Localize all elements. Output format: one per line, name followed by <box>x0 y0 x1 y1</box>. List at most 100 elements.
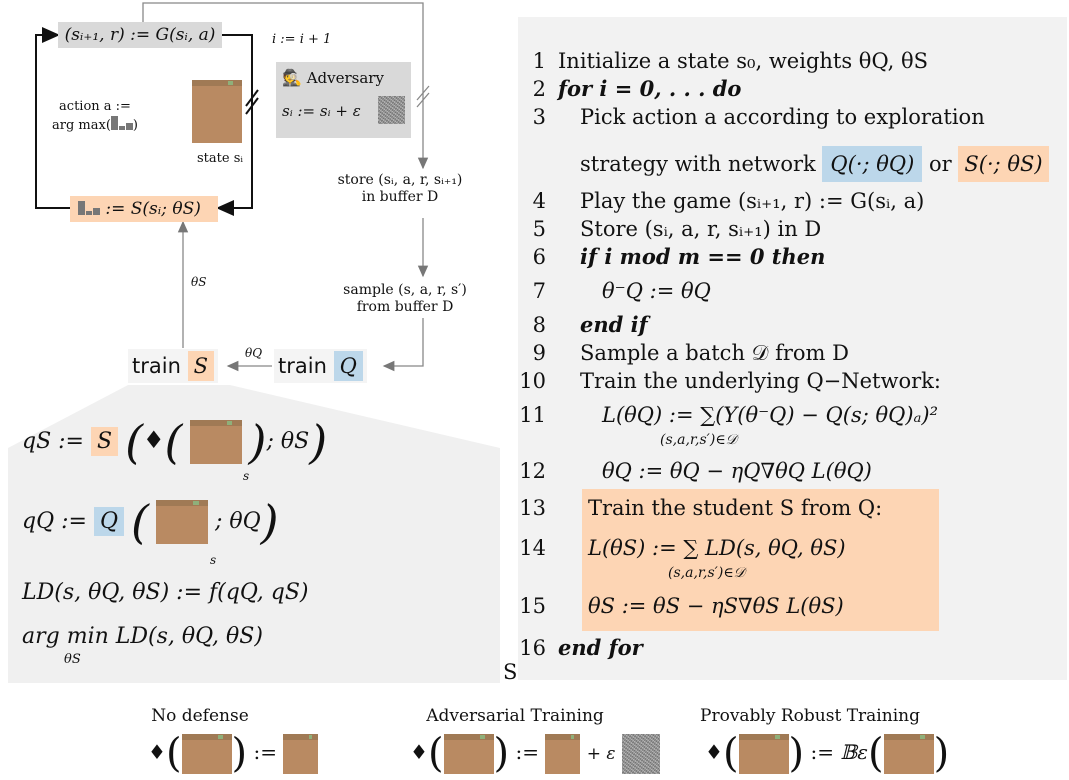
sample-label: sample (s, a, r, s′) from buffer D <box>315 282 495 316</box>
increment-label: i := i + 1 <box>272 32 332 47</box>
store-label: store (sᵢ, a, r, sᵢ₊₁) in buffer D <box>305 172 495 206</box>
epsilon-ball: 𝔹ε <box>840 740 869 764</box>
train-s-symbol: S <box>187 351 214 381</box>
adversary-formula: sᵢ := sᵢ + ε <box>282 102 361 120</box>
paren-close: ) <box>260 495 279 549</box>
action-label: action a := arg max() <box>50 98 140 135</box>
shield-icon: ♦ <box>410 740 428 764</box>
qq-Q: Q <box>93 507 125 536</box>
game-frame <box>883 733 934 774</box>
prov-training-equation: ♦() := 𝔹ε() <box>705 730 950 777</box>
network-q-label: Q(·; θQ) <box>822 146 923 182</box>
action-line1: action a := <box>59 99 131 114</box>
student-eval-text: := S(sᵢ; θS) <box>105 199 201 219</box>
sum-subscript-14: (s,a,r,s′)∈𝒟 <box>668 565 745 581</box>
algo-line-3b: strategy with network Q(·; θQ) or S(·; θ… <box>508 144 1049 184</box>
game-frame <box>443 733 494 774</box>
plus-eps: + ε <box>586 744 616 764</box>
or-word: or <box>929 152 952 176</box>
game-frame <box>181 733 232 774</box>
spy-icon: 🕵 <box>282 68 302 87</box>
network-s-label: S(·; θS) <box>958 146 1049 182</box>
argmax-close: ) <box>132 118 138 133</box>
shield-icon: ♦ <box>143 425 165 454</box>
qs-lhs: qS := <box>22 429 84 454</box>
argmax-text: arg max( <box>52 118 111 133</box>
game-frame-state <box>192 80 242 143</box>
assign-symbol: := <box>253 740 278 764</box>
shield-icon: ♦ <box>148 740 166 764</box>
paren-open: ( <box>164 415 183 469</box>
adv-training-equation: ♦() := + ε <box>410 730 660 774</box>
noise-image <box>378 96 405 124</box>
paren-close: ) <box>248 415 267 469</box>
sum-subscript-11: (s,a,r,s′)∈𝒟 <box>660 432 737 448</box>
q-values-bars-icon <box>78 201 100 215</box>
stray-s-label: S <box>503 660 518 684</box>
qs-S: S <box>91 427 119 456</box>
sample-line1: sample (s, a, r, s′) <box>343 282 467 298</box>
train-q-node: train Q <box>274 349 367 383</box>
adv-training-title: Adversarial Training <box>426 706 604 726</box>
qq-equation: qQ := Q ( ; θQ) <box>22 497 279 547</box>
no-defense-equation: ♦() := <box>148 730 319 774</box>
argmin-sub: θS <box>64 652 81 667</box>
top-to-store-arrow <box>142 2 429 170</box>
game-frame <box>545 733 581 774</box>
sample-to-trainq-arrow <box>382 318 424 372</box>
paren-open: ( <box>131 495 149 549</box>
game-frame <box>738 733 789 774</box>
prov-training-title: Provably Robust Training <box>700 706 920 726</box>
student-training-block <box>582 489 939 631</box>
shield-icon: ♦ <box>705 740 723 764</box>
paren-close: ) <box>309 415 328 469</box>
qq-rhs: ; θQ <box>214 509 261 534</box>
action-line2: arg max() <box>50 116 140 135</box>
game-frame-qs <box>189 420 242 464</box>
paren-open: ( <box>125 415 144 469</box>
train-s-word: train <box>132 354 181 378</box>
game-to-student-arrow <box>216 34 253 216</box>
qs-equation: qS := S (♦( ); θS) <box>22 415 327 467</box>
qs-rhs: ; θS <box>266 429 310 454</box>
adversary-label: Adversary <box>306 69 384 87</box>
adversary-header: 🕵 Adversary <box>282 68 384 87</box>
qs-sub: s <box>243 469 250 483</box>
assign-symbol: := <box>810 740 835 764</box>
noise-image <box>621 733 660 774</box>
q-values-bars-icon <box>110 116 133 130</box>
train-q-word: train <box>278 354 327 378</box>
student-eval-box: := S(sᵢ; θS) <box>70 196 218 222</box>
no-defense-title: No defense <box>151 706 249 726</box>
adversary-box: 🕵 Adversary sᵢ := sᵢ + ε <box>276 62 411 138</box>
game-step-box: (sᵢ₊₁, r) := G(sᵢ, a) <box>58 22 222 48</box>
state-label: state sᵢ <box>197 151 243 166</box>
sample-line2: from buffer D <box>356 299 454 315</box>
loss-definition: LD(s, θQ, θS) := f(qQ, qS) <box>22 580 309 605</box>
store-line2: in buffer D <box>361 189 439 205</box>
assign-symbol: := <box>515 740 540 764</box>
qq-lhs: qQ := <box>22 509 87 534</box>
detail-panel <box>8 385 500 683</box>
train-s-node: train S <box>128 349 218 383</box>
loop-arrow <box>35 27 70 209</box>
store-line1: store (sᵢ, a, r, sᵢ₊₁) <box>337 172 463 188</box>
